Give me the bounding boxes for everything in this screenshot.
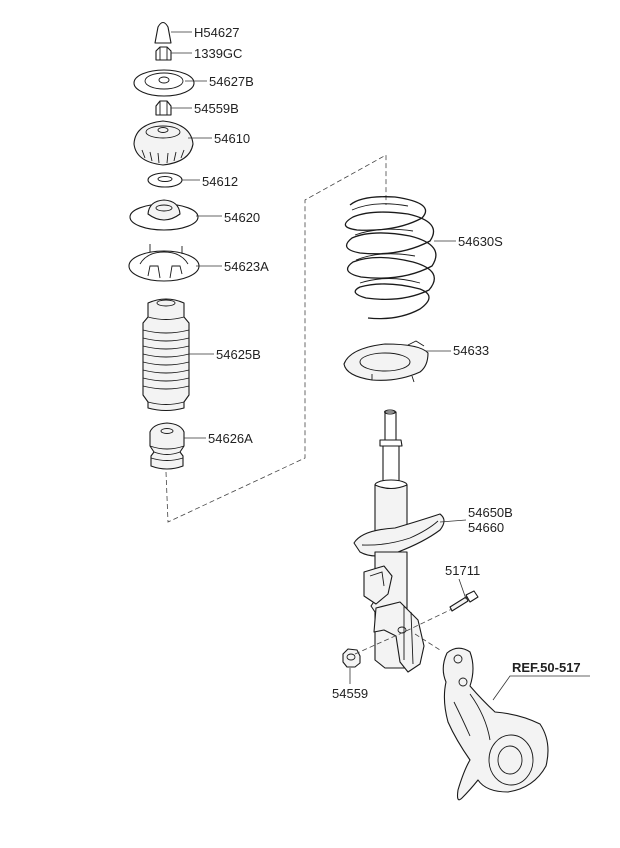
steering-knuckle: [442, 647, 549, 801]
label-54625b: 54625B: [216, 347, 261, 362]
label-54559b: 54559B: [194, 101, 239, 116]
part-1339gc-nut: [155, 46, 172, 61]
part-54650b-strut-assembly: [353, 409, 445, 673]
part-54559b-nut: [155, 100, 172, 116]
part-labels: H54627 1339GC 54627B 54559B 54610 54612 …: [194, 25, 581, 701]
label-54610: 54610: [214, 131, 250, 146]
part-54633-spring-pad: [343, 340, 429, 383]
bolt-axis-dashed-lines: [354, 608, 453, 655]
label-h54627: H54627: [194, 25, 240, 40]
reference-label: REF.50-517: [512, 660, 581, 675]
label-54620: 54620: [224, 210, 260, 225]
part-54610-strut-mount: [133, 120, 194, 166]
part-54612-washer: [147, 172, 183, 188]
label-54633: 54633: [453, 343, 489, 358]
exploded-view-guide-lines: [165, 154, 387, 523]
label-54660: 54660: [468, 520, 504, 535]
part-54630s-coil-spring: [344, 196, 437, 320]
label-1339gc: 1339GC: [194, 46, 242, 61]
part-54559-nut: [342, 648, 361, 668]
label-54623a: 54623A: [224, 259, 269, 274]
part-54623a-spring-seat: [128, 244, 200, 282]
part-54627b-washer: [133, 69, 195, 97]
label-54612: 54612: [202, 174, 238, 189]
label-51711: 51711: [445, 563, 480, 578]
part-h54627-cap: [154, 21, 172, 44]
leader-lines: [171, 31, 590, 701]
label-54650b: 54650B: [468, 505, 513, 520]
part-54625b-dust-boot: [142, 298, 190, 412]
part-54620-bearing: [129, 199, 199, 231]
label-54626a: 54626A: [208, 431, 253, 446]
label-54627b: 54627B: [209, 74, 254, 89]
label-54630s: 54630S: [458, 234, 503, 249]
label-54559: 54559: [332, 686, 368, 701]
part-54626a-bump-stopper: [149, 422, 185, 470]
